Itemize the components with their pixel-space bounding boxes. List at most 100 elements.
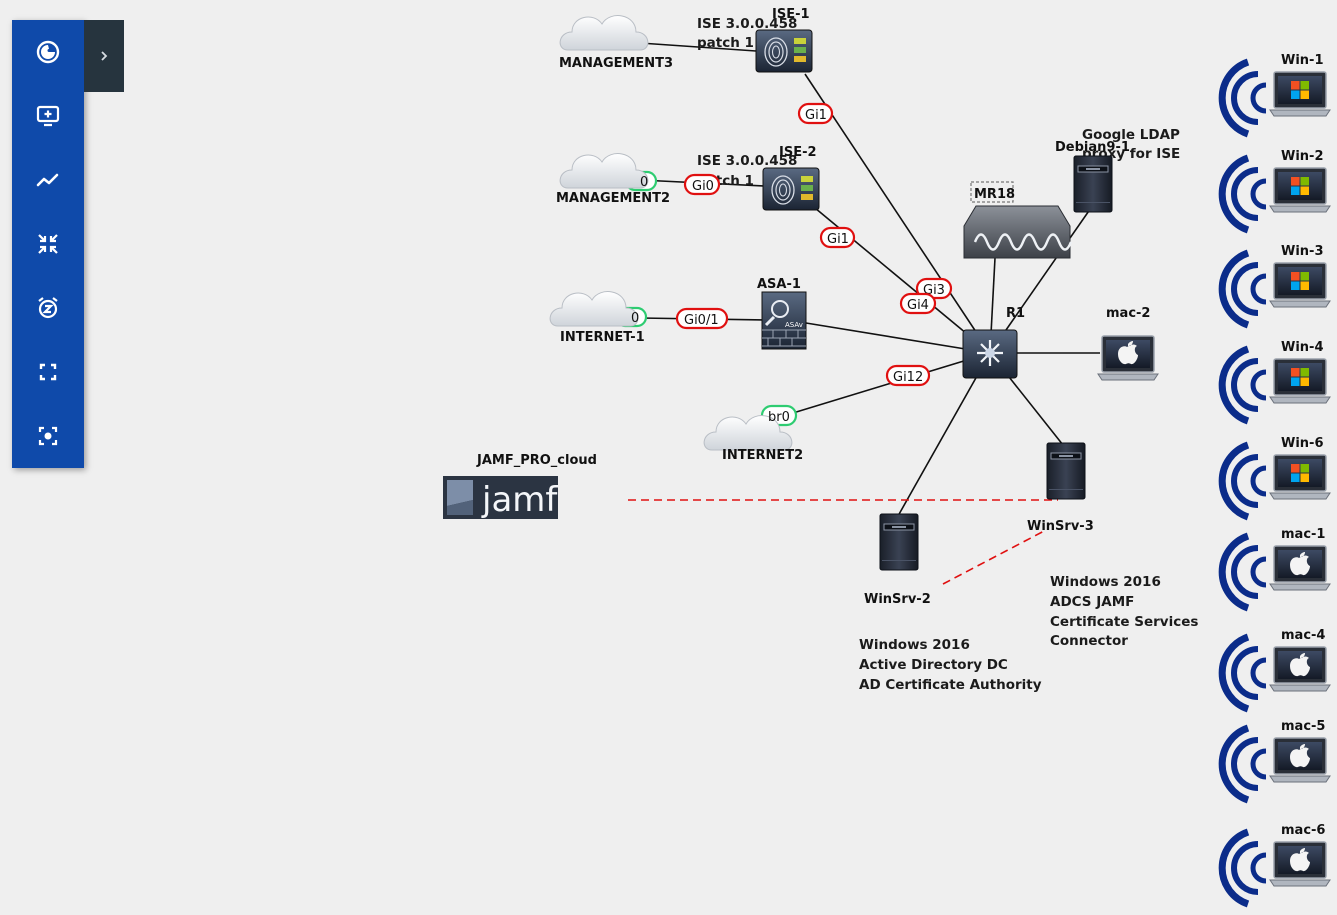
- node-r1[interactable]: R1: [962, 306, 1025, 379]
- node-ise-1[interactable]: ISE-1: [755, 7, 813, 73]
- node-internet2[interactable]: br0 INTERNET2: [703, 404, 803, 463]
- node-debian9-1[interactable]: Debian9-1: [1055, 140, 1130, 213]
- node-label: WinSrv-2: [864, 592, 931, 607]
- client-label: Win-4: [1281, 340, 1324, 355]
- label-box: [970, 181, 1014, 203]
- client-win-2[interactable]: Win-2: [1222, 149, 1331, 230]
- client-label: mac-4: [1281, 628, 1325, 643]
- jamf-logo-text: jamf: [481, 480, 558, 520]
- port-label: 0: [640, 175, 648, 190]
- link-ise1-r1[interactable]: [804, 73, 991, 354]
- port-ise2-gi1[interactable]: Gi1: [827, 232, 849, 247]
- port-labels: Gi1 Gi0 Gi1 Gi3 Gi4 Gi0/1 Gi12: [675, 102, 953, 387]
- app-logo-button[interactable]: [12, 20, 84, 84]
- node-label: MANAGEMENT3: [559, 56, 673, 71]
- node-jamf-pro-cloud[interactable]: JAMF_PRO_cloud jamf: [443, 453, 597, 520]
- node-label: R1: [1006, 306, 1025, 321]
- toolbar-expand-button[interactable]: [84, 20, 124, 92]
- node-internet-1[interactable]: 0 INTERNET-1: [549, 291, 648, 345]
- laptop-icon: [1269, 167, 1331, 213]
- link-asa-r1[interactable]: [805, 322, 991, 354]
- wifi-signal-icon: [1222, 637, 1266, 709]
- client-label: Win-3: [1281, 244, 1324, 259]
- node-label: INTERNET2: [722, 448, 803, 463]
- node-ise-2[interactable]: ISE-2: [762, 145, 820, 211]
- node-label: Debian9-1: [1055, 140, 1130, 155]
- port-r1-gi12[interactable]: Gi12: [893, 370, 923, 385]
- add-node-button[interactable]: [12, 84, 84, 148]
- laptop-icon: [1269, 454, 1331, 500]
- fit-view-button[interactable]: [12, 212, 84, 276]
- left-toolbar: [12, 20, 84, 468]
- port-label: 0: [631, 311, 639, 326]
- chameleon-logo-icon: [36, 40, 60, 64]
- link-mgmt3-ise1[interactable]: [639, 42, 757, 52]
- snooze-button[interactable]: [12, 276, 84, 340]
- client-label: mac-5: [1281, 719, 1325, 734]
- server-icon: [879, 513, 919, 571]
- winsrv3-note-line3: Certificate Services: [1050, 614, 1198, 630]
- cloud-icon: [559, 15, 649, 51]
- ise1-note-line2: patch 1: [697, 35, 754, 51]
- client-win-3[interactable]: Win-3: [1222, 244, 1331, 325]
- laptop-icon: [1269, 262, 1331, 308]
- node-label: mac-2: [1106, 306, 1150, 321]
- client-win-1[interactable]: Win-1: [1222, 53, 1331, 134]
- ise-fingerprint-icon: [755, 29, 813, 73]
- wifi-signal-icon: [1222, 62, 1266, 134]
- winsrv2-note-line1: Windows 2016: [859, 637, 970, 653]
- client-mac-5[interactable]: mac-5: [1222, 719, 1331, 800]
- add-link-button[interactable]: [12, 148, 84, 212]
- node-label: ISE-2: [779, 145, 817, 160]
- wifi-signal-icon: [1222, 349, 1266, 421]
- node-mr18[interactable]: MR18: [963, 181, 1073, 259]
- fullscreen-button[interactable]: [12, 340, 84, 404]
- client-label: Win-6: [1281, 436, 1324, 451]
- winsrv3-note-line2: ADCS JAMF: [1050, 594, 1134, 610]
- winsrv2-note-line3: AD Certificate Authority: [859, 677, 1042, 693]
- port-ise1-gi1[interactable]: Gi1: [805, 108, 827, 123]
- node-winsrv-3[interactable]: WinSrv-3: [1027, 442, 1094, 534]
- node-management3[interactable]: MANAGEMENT3: [559, 15, 673, 71]
- client-win-4[interactable]: Win-4: [1222, 340, 1331, 421]
- node-label: MR18: [974, 187, 1015, 202]
- wifi-signal-icon: [1222, 445, 1266, 517]
- client-label: Win-2: [1281, 149, 1324, 164]
- client-win-6[interactable]: Win-6: [1222, 436, 1331, 517]
- port-ise2-gi0[interactable]: Gi0: [692, 179, 714, 194]
- port-r1-gi4[interactable]: Gi4: [907, 298, 929, 313]
- firewall-icon: [761, 291, 807, 350]
- wifi-signal-icon: [1222, 728, 1266, 800]
- debian-note-line1: Google LDAP: [1082, 127, 1180, 143]
- ise2-note-line1: ISE 3.0.0.458: [697, 153, 797, 169]
- node-label: INTERNET-1: [560, 330, 645, 345]
- winsrv3-note-line4: Connector: [1050, 633, 1128, 649]
- client-mac-4[interactable]: mac-4: [1222, 628, 1331, 709]
- node-mac-2[interactable]: mac-2: [1097, 306, 1159, 381]
- dashed-link-winsrv2-winsrv3[interactable]: [942, 529, 1047, 585]
- link-r1-internet2[interactable]: [769, 352, 991, 421]
- client-label: mac-6: [1281, 823, 1325, 838]
- link-r1-debian[interactable]: [989, 204, 1094, 354]
- client-mac-6[interactable]: mac-6: [1222, 823, 1331, 904]
- ise1-note-line1: ISE 3.0.0.458: [697, 16, 797, 32]
- cloud-icon: [549, 291, 639, 327]
- wifi-signal-icon: [1222, 536, 1266, 608]
- node-asa-1[interactable]: ASAv ASA-1: [757, 277, 807, 350]
- focus-button[interactable]: [12, 404, 84, 468]
- client-mac-1[interactable]: mac-1: [1222, 527, 1331, 608]
- ise-fingerprint-icon: [762, 167, 820, 211]
- focus-target-icon: [38, 426, 58, 446]
- frame-corners-icon: [39, 363, 57, 381]
- collapse-arrows-icon: [38, 234, 58, 254]
- node-winsrv-2[interactable]: WinSrv-2: [864, 513, 931, 607]
- winsrv3-note-line1: Windows 2016: [1050, 574, 1161, 590]
- node-label: JAMF_PRO_cloud: [476, 453, 597, 468]
- port-label: br0: [768, 410, 790, 425]
- port-asa-gi01[interactable]: Gi0/1: [684, 313, 719, 328]
- node-label: WinSrv-3: [1027, 519, 1094, 534]
- link-r1-winsrv2[interactable]: [897, 352, 991, 517]
- node-management2[interactable]: 0 MANAGEMENT2: [556, 153, 670, 206]
- alarm-z-icon: [38, 297, 58, 319]
